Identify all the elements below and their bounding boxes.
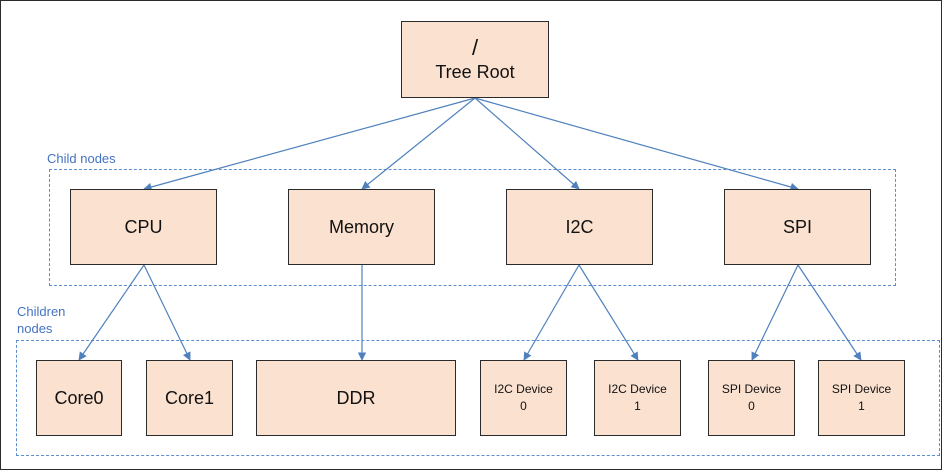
node-i2c-device-0-index: 0 <box>520 399 527 413</box>
node-ddr-label: DDR <box>336 388 376 408</box>
node-spi-device-1-name: SPI Device <box>831 382 892 396</box>
node-core0: Core0 <box>36 360 122 436</box>
node-i2c-label: I2C <box>565 217 594 237</box>
edge-cpu-core1 <box>143 264 191 361</box>
node-spi-device-1-index: 1 <box>858 399 865 413</box>
node-tree-root-slash: / <box>471 34 479 60</box>
node-i2c-device-1-index: 1 <box>634 399 641 413</box>
node-tree-root: / Tree Root <box>401 21 549 98</box>
node-cpu-label: CPU <box>124 217 163 237</box>
edge-root-i2c <box>474 97 580 190</box>
node-i2c-device-1: I2C Device 1 <box>594 360 681 436</box>
node-memory-label: Memory <box>328 217 394 237</box>
node-core0-label: Core0 <box>54 388 104 408</box>
node-spi-device-0: SPI Device 0 <box>708 360 795 436</box>
node-i2c-device-0: I2C Device 0 <box>480 360 567 436</box>
node-cpu: CPU <box>70 189 217 265</box>
node-spi-device-0-name: SPI Device <box>721 382 782 396</box>
node-i2c-device-1-name: I2C Device <box>608 382 667 396</box>
node-spi-label: SPI <box>782 217 812 237</box>
node-tree-root-label: Tree Root <box>435 61 515 82</box>
node-i2c-device-0-name: I2C Device <box>494 382 553 396</box>
node-core1: Core1 <box>146 360 233 436</box>
child-nodes-label: Child nodes <box>47 151 116 166</box>
edge-root-spi <box>474 97 799 191</box>
node-core1-label: Core1 <box>164 388 215 408</box>
node-ddr: DDR <box>256 360 456 436</box>
children-nodes-label: Children nodes <box>17 304 66 336</box>
node-spi-device-1: SPI Device 1 <box>818 360 905 436</box>
edge-root-cpu <box>143 97 476 192</box>
edge-i2c-dev1 <box>578 264 639 361</box>
node-spi: SPI <box>724 189 871 265</box>
child-nodes-group <box>49 169 896 286</box>
edge-spi-dev1 <box>797 264 862 361</box>
node-memory: Memory <box>288 189 435 265</box>
node-spi-device-0-index: 0 <box>748 399 755 413</box>
edge-i2c-dev0 <box>523 264 580 361</box>
children-nodes-group <box>16 340 940 456</box>
edge-cpu-core0 <box>78 264 145 361</box>
node-i2c: I2C <box>506 189 653 265</box>
edge-root-memory <box>361 97 476 190</box>
edge-spi-dev0 <box>751 264 799 361</box>
